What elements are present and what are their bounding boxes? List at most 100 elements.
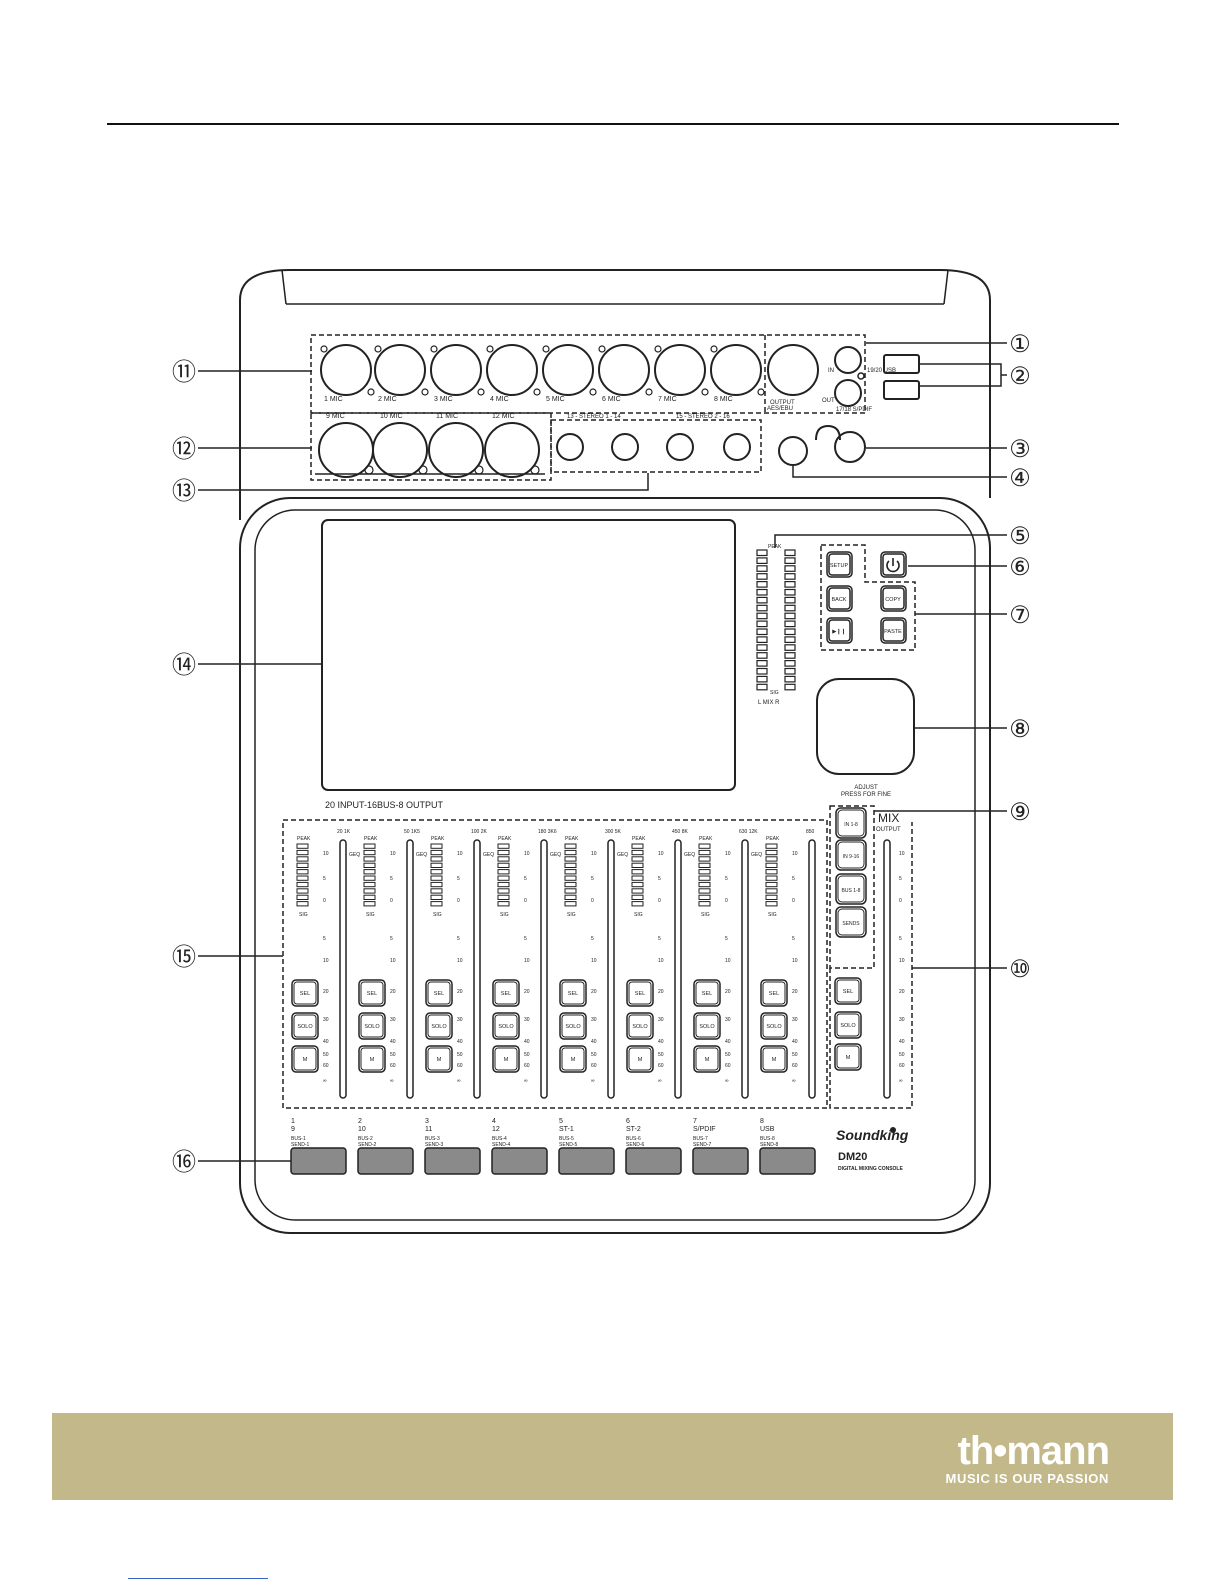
svg-text:SEL: SEL bbox=[501, 991, 511, 997]
xlr-input-1[interactable] bbox=[320, 344, 372, 396]
channel-select-pad-3[interactable] bbox=[424, 1147, 481, 1175]
fader-slot-4[interactable] bbox=[540, 839, 548, 1099]
mix-mute-button[interactable] bbox=[834, 1043, 862, 1071]
play-button[interactable] bbox=[826, 617, 853, 644]
fader-slot-3[interactable] bbox=[473, 839, 481, 1099]
svg-text:5: 5 bbox=[792, 936, 795, 942]
data-encoder[interactable] bbox=[816, 678, 915, 775]
svg-text:M: M bbox=[571, 1057, 576, 1063]
mute-button-2[interactable] bbox=[358, 1045, 386, 1073]
fader-slot-1[interactable] bbox=[339, 839, 347, 1099]
meter-led bbox=[784, 675, 796, 683]
svg-text:40: 40 bbox=[899, 1039, 905, 1045]
svg-text:40: 40 bbox=[792, 1039, 798, 1045]
channel-select-pad-8[interactable] bbox=[759, 1147, 816, 1175]
solo-button-3[interactable] bbox=[425, 1012, 453, 1040]
sel-button-3[interactable] bbox=[425, 979, 453, 1007]
paste-button[interactable] bbox=[880, 617, 907, 644]
solo-button-7[interactable] bbox=[693, 1012, 721, 1040]
mix-solo-button[interactable] bbox=[834, 1011, 862, 1039]
svg-text:∞: ∞ bbox=[591, 1078, 595, 1084]
fader-slot-7[interactable] bbox=[741, 839, 749, 1099]
solo-button-6[interactable] bbox=[626, 1012, 654, 1040]
mix-sel-button[interactable] bbox=[834, 977, 862, 1005]
xlr-input-2[interactable] bbox=[374, 344, 426, 396]
sel-button-4[interactable] bbox=[492, 979, 520, 1007]
sel-button-7[interactable] bbox=[693, 979, 721, 1007]
svg-text:15 - STEREO 2 - 16: 15 - STEREO 2 - 16 bbox=[676, 414, 730, 420]
svg-text:OUTPUT: OUTPUT bbox=[876, 827, 901, 833]
mute-button-7[interactable] bbox=[693, 1045, 721, 1073]
svg-text:5: 5 bbox=[457, 876, 460, 882]
channel-select-pad-4[interactable] bbox=[491, 1147, 548, 1175]
channel-select-pad-7[interactable] bbox=[692, 1147, 749, 1175]
channel-select-pad-5[interactable] bbox=[558, 1147, 615, 1175]
sel-button-5[interactable] bbox=[559, 979, 587, 1007]
mute-button-4[interactable] bbox=[492, 1045, 520, 1073]
solo-button-4[interactable] bbox=[492, 1012, 520, 1040]
strip-led bbox=[564, 875, 577, 881]
mute-button-8[interactable] bbox=[760, 1045, 788, 1073]
svg-text:GEQ: GEQ bbox=[684, 852, 695, 858]
svg-text:17/18 S/PDIF: 17/18 S/PDIF bbox=[836, 407, 872, 413]
strip-led bbox=[564, 856, 577, 862]
xlr-input-7[interactable] bbox=[654, 344, 706, 396]
xlr-input-3[interactable] bbox=[430, 344, 482, 396]
mute-button-3[interactable] bbox=[425, 1045, 453, 1073]
svg-text:5: 5 bbox=[725, 876, 728, 882]
solo-button-1[interactable] bbox=[291, 1012, 319, 1040]
solo-button-5[interactable] bbox=[559, 1012, 587, 1040]
strip-led bbox=[698, 875, 711, 881]
svg-text:5: 5 bbox=[390, 876, 393, 882]
fader-slot-8[interactable] bbox=[808, 839, 816, 1099]
channel-select-pad-6[interactable] bbox=[625, 1147, 682, 1175]
svg-text:50: 50 bbox=[591, 1052, 597, 1058]
svg-text:GEQ: GEQ bbox=[483, 852, 494, 858]
svg-text:SOLO: SOLO bbox=[632, 1024, 648, 1030]
sel-button-6[interactable] bbox=[626, 979, 654, 1007]
xlr-input-11[interactable] bbox=[428, 422, 484, 478]
xlr-input-6[interactable] bbox=[598, 344, 650, 396]
sel-button-2[interactable] bbox=[358, 979, 386, 1007]
xlr-input-12[interactable] bbox=[484, 422, 540, 478]
sel-button-1[interactable] bbox=[291, 979, 319, 1007]
sel-button-8[interactable] bbox=[760, 979, 788, 1007]
mute-button-5[interactable] bbox=[559, 1045, 587, 1073]
setup-button[interactable] bbox=[826, 551, 853, 578]
svg-text:50: 50 bbox=[323, 1052, 329, 1058]
fader-slot-5[interactable] bbox=[607, 839, 615, 1099]
back-button[interactable] bbox=[826, 585, 853, 612]
strip-led bbox=[430, 856, 443, 862]
solo-button-2[interactable] bbox=[358, 1012, 386, 1040]
strip-led bbox=[765, 894, 778, 901]
mute-button-6[interactable] bbox=[626, 1045, 654, 1073]
xlr-input-5[interactable] bbox=[542, 344, 594, 396]
mix-fader-slot[interactable] bbox=[883, 839, 891, 1099]
channel-label: BUS-7 bbox=[693, 1136, 708, 1142]
callout-7: ⑦ bbox=[1009, 602, 1031, 629]
meter-led bbox=[784, 604, 796, 612]
xlr-input-8[interactable] bbox=[710, 344, 762, 396]
channel-select-pad-2[interactable] bbox=[357, 1147, 414, 1175]
fader-slot-2[interactable] bbox=[406, 839, 414, 1099]
xlr-input-10[interactable] bbox=[372, 422, 428, 478]
solo-button-8[interactable] bbox=[760, 1012, 788, 1040]
strip-led bbox=[296, 881, 309, 888]
layer-button-1[interactable] bbox=[835, 807, 867, 839]
copy-button[interactable] bbox=[880, 585, 907, 612]
strip-led bbox=[564, 869, 577, 875]
page-link-underline[interactable] bbox=[128, 1578, 268, 1579]
xlr-input-4[interactable] bbox=[486, 344, 538, 396]
power-button[interactable] bbox=[880, 551, 907, 578]
callout-12: ⑫ bbox=[172, 436, 196, 463]
fader-slot-6[interactable] bbox=[674, 839, 682, 1099]
layer-button-3[interactable] bbox=[835, 873, 867, 905]
svg-text:30: 30 bbox=[457, 1017, 463, 1023]
layer-button-2[interactable] bbox=[835, 839, 867, 871]
svg-text:SOLO: SOLO bbox=[565, 1024, 581, 1030]
svg-text:10: 10 bbox=[591, 851, 597, 857]
channel-select-pad-1[interactable] bbox=[290, 1147, 347, 1175]
mute-button-1[interactable] bbox=[291, 1045, 319, 1073]
layer-button-4[interactable] bbox=[835, 906, 867, 938]
strip-led bbox=[363, 901, 376, 907]
